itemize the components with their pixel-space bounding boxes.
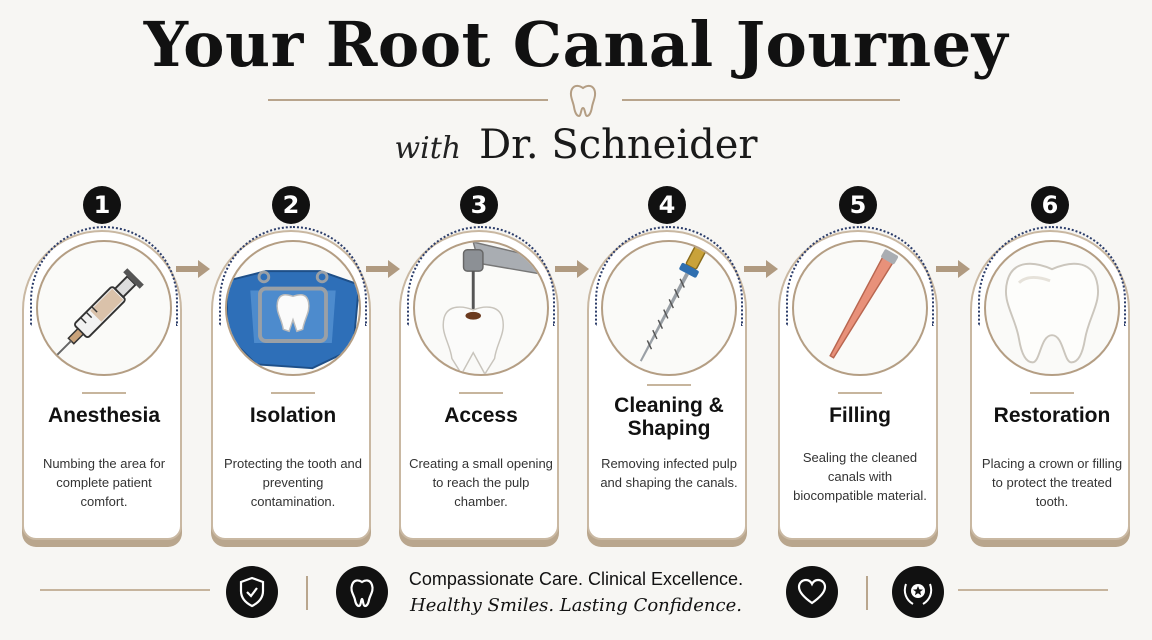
step-description: Placing a crown or filling to protect th… bbox=[981, 456, 1123, 509]
footer-slogan: Healthy Smiles. Lasting Confidence. bbox=[410, 595, 742, 616]
step-number-badge: 3 bbox=[460, 186, 498, 224]
step-name: Access bbox=[444, 404, 518, 427]
page-title: Your Root Canal Journey bbox=[143, 8, 1009, 81]
arrow-right-icon bbox=[742, 258, 780, 280]
step-card-3: 3 Access Creating a small opening to rea… bbox=[399, 186, 559, 542]
step-card-body: Isolation Protecting the tooth and preve… bbox=[211, 226, 371, 540]
step-card-4: 4 Cleaning & Shaping Removing infected p… bbox=[587, 186, 747, 542]
footer-rule-right bbox=[958, 589, 1108, 591]
star-laurel-icon bbox=[892, 566, 944, 618]
divider bbox=[271, 392, 315, 394]
dental-drill-icon bbox=[413, 240, 549, 376]
step-description: Numbing the area for complete patient co… bbox=[42, 456, 166, 509]
doctor-name: Dr. Schneider bbox=[479, 122, 758, 168]
title-rule-right bbox=[622, 99, 900, 101]
step-card-6: 6 Restoration Placing a crown or filling… bbox=[970, 186, 1130, 542]
step-number-badge: 4 bbox=[648, 186, 686, 224]
step-card-1: 1 Anesthesia Numbing the area bbox=[22, 186, 182, 542]
step-description: Creating a small opening to reach the pu… bbox=[409, 456, 553, 509]
step-card-body: Cleaning & Shaping Removing infected pul… bbox=[587, 226, 747, 540]
shield-check-icon bbox=[226, 566, 278, 618]
arrow-right-icon bbox=[553, 258, 591, 280]
step-name: Filling bbox=[829, 404, 891, 427]
footer-separator bbox=[306, 576, 308, 610]
heart-icon bbox=[786, 566, 838, 618]
step-card-body: Anesthesia Numbing the area for complete… bbox=[22, 226, 182, 540]
tooth-icon bbox=[566, 83, 600, 119]
step-number-badge: 6 bbox=[1031, 186, 1069, 224]
step-card-5: 5 Filling Sealing the cleaned canals wit… bbox=[778, 186, 938, 542]
divider bbox=[647, 384, 691, 386]
divider bbox=[838, 392, 882, 394]
step-name: Restoration bbox=[993, 404, 1111, 427]
arrow-right-icon bbox=[364, 258, 402, 280]
step-card-body: Access Creating a small opening to reach… bbox=[399, 226, 559, 540]
step-name: Isolation bbox=[249, 404, 337, 427]
tooth-icon bbox=[336, 566, 388, 618]
subtitle: with Dr. Schneider bbox=[0, 122, 1152, 168]
step-card-body: Restoration Placing a crown or filling t… bbox=[970, 226, 1130, 540]
gutta-percha-icon bbox=[792, 240, 928, 376]
step-number-badge: 1 bbox=[83, 186, 121, 224]
rubber-dam-icon bbox=[225, 240, 361, 376]
step-number-badge: 5 bbox=[839, 186, 877, 224]
footer-rule-left bbox=[40, 589, 210, 591]
arrow-right-icon bbox=[934, 258, 972, 280]
arrow-right-icon bbox=[174, 258, 212, 280]
footer-tagline: Compassionate Care. Clinical Excellence. bbox=[408, 569, 744, 589]
step-name: Anesthesia bbox=[47, 404, 161, 427]
divider bbox=[459, 392, 503, 394]
step-card-2: 2 Isolation Protecting the tooth and pre… bbox=[211, 186, 371, 542]
restored-tooth-icon bbox=[984, 240, 1120, 376]
step-description: Protecting the tooth and preventing cont… bbox=[223, 456, 363, 509]
divider bbox=[82, 392, 126, 394]
endodontic-file-icon bbox=[601, 240, 737, 376]
subtitle-with: with bbox=[394, 131, 462, 166]
footer-separator bbox=[866, 576, 868, 610]
title-rule-left bbox=[268, 99, 548, 101]
step-number-badge: 2 bbox=[272, 186, 310, 224]
divider bbox=[1030, 392, 1074, 394]
step-description: Removing infected pulp and shaping the c… bbox=[600, 456, 738, 490]
step-name: Cleaning & Shaping bbox=[614, 394, 724, 440]
syringe-icon bbox=[36, 240, 172, 376]
step-description: Sealing the cleaned canals with biocompa… bbox=[793, 450, 927, 503]
step-card-body: Filling Sealing the cleaned canals with … bbox=[778, 226, 938, 540]
